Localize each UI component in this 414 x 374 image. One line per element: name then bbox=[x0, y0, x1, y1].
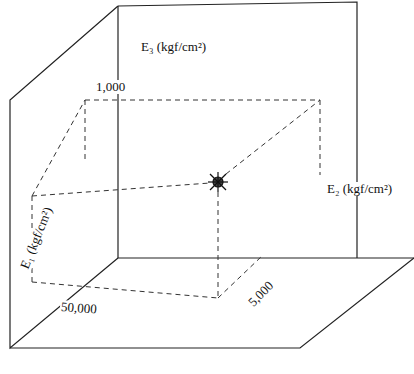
value-box bbox=[32, 100, 320, 298]
back-axis bbox=[117, 6, 118, 258]
dimension-label: 5,000 bbox=[245, 278, 277, 310]
axis-label: E₂ (kgf/cm²) bbox=[326, 182, 393, 196]
axis-label: E₁ (kgf/cm²) bbox=[17, 204, 55, 272]
floor-front bbox=[10, 258, 414, 348]
floor-edge bbox=[118, 257, 414, 258]
axis-label: E₃ (kgf/cm²) bbox=[140, 40, 207, 54]
left-wall bbox=[10, 6, 118, 348]
dimension-label: 1,000 bbox=[95, 80, 126, 94]
back-wall bbox=[118, 2, 357, 258]
dimension-label: 50,000 bbox=[60, 300, 99, 317]
point-marker bbox=[208, 172, 228, 192]
